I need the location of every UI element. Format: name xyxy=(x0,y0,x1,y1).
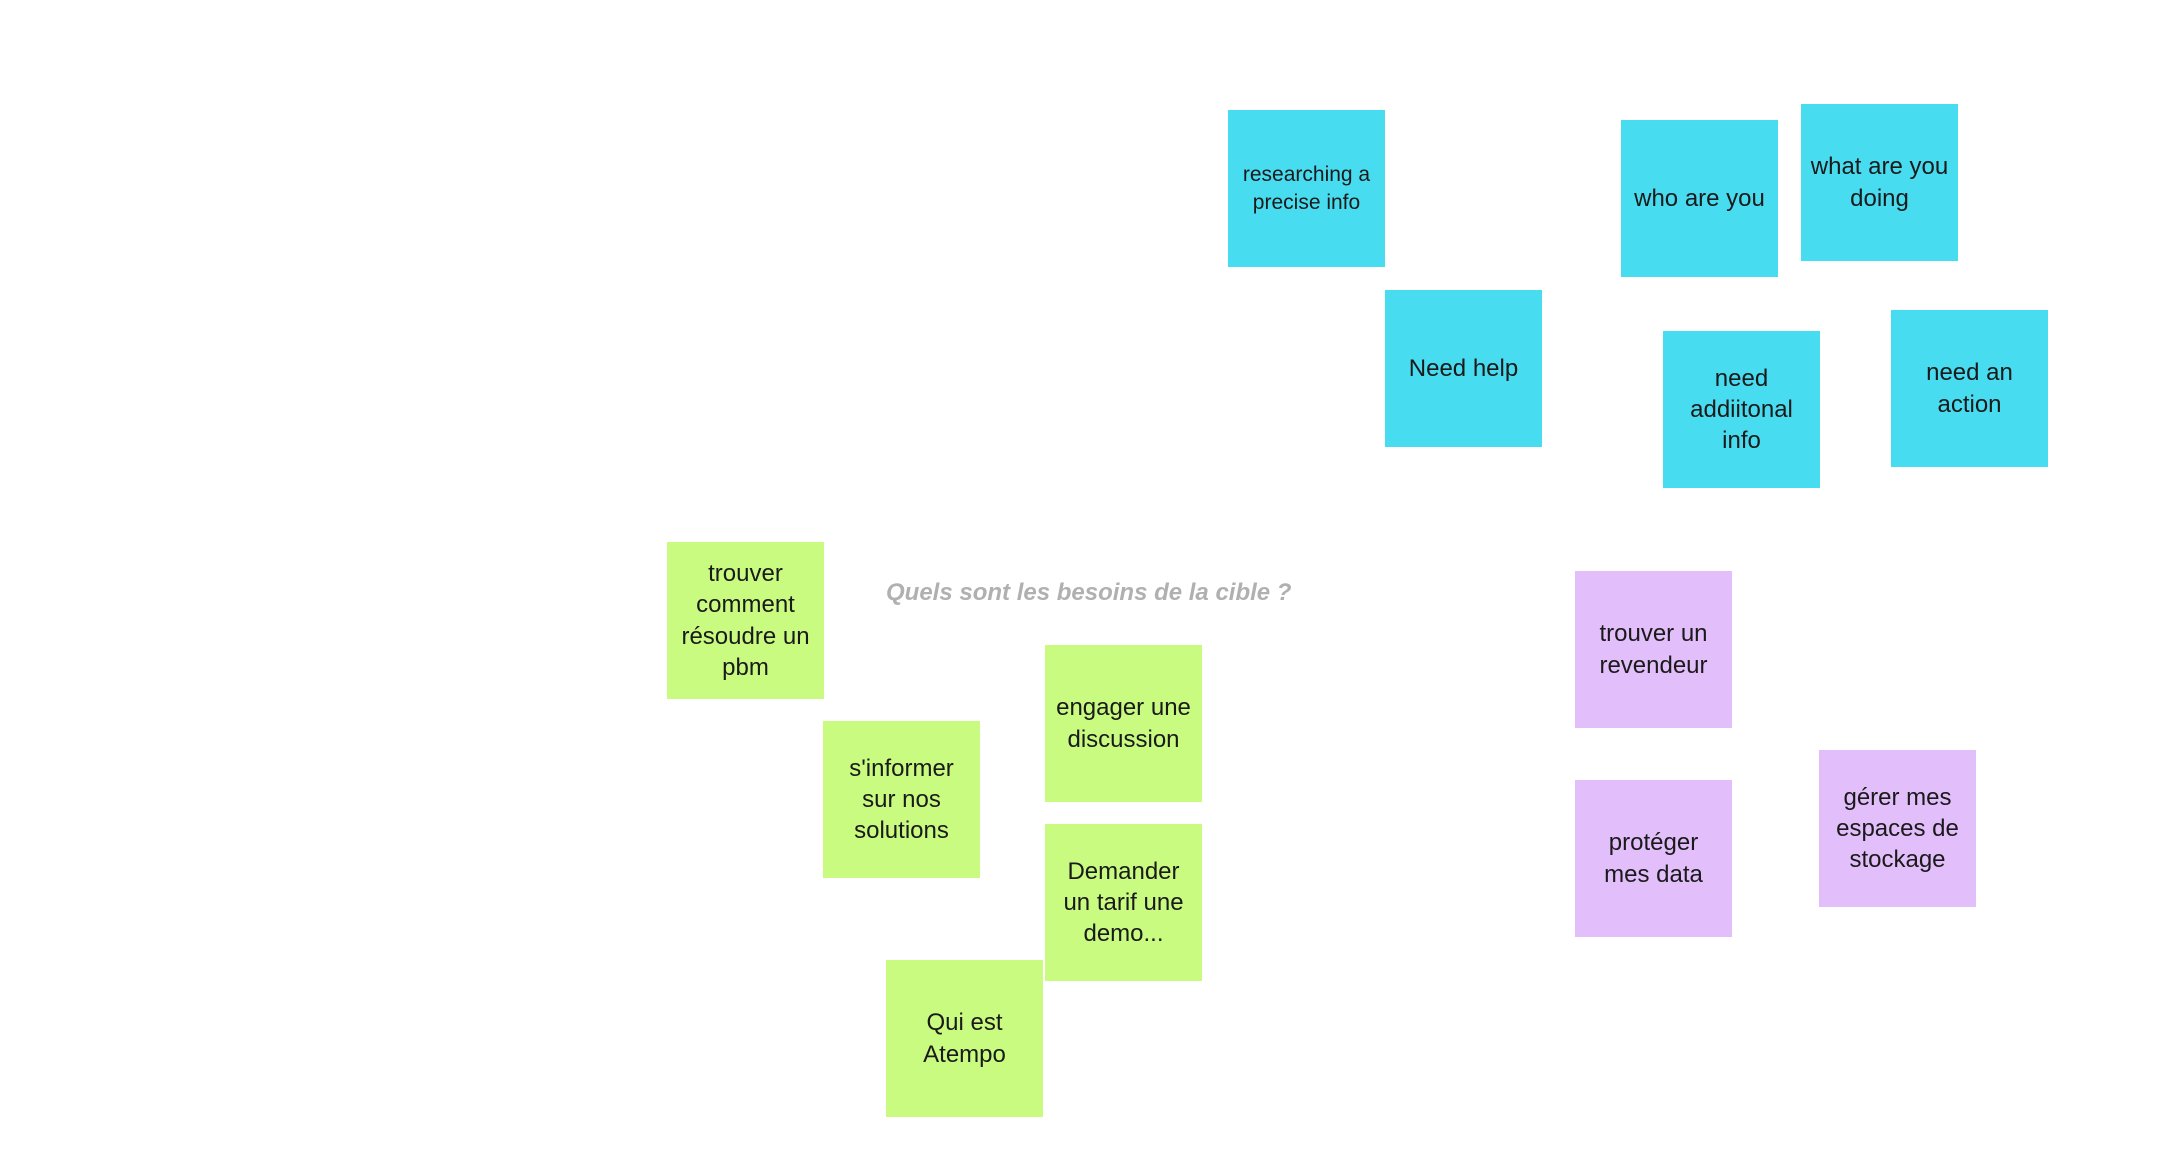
sticky-note-qui-est-atempo[interactable]: Qui est Atempo xyxy=(886,960,1043,1117)
sticky-note-gerer-stockage[interactable]: gérer mes espaces de stockage xyxy=(1819,750,1976,907)
sticky-note-text: engager une discussion xyxy=(1056,694,1191,753)
sticky-note-text: researching a precise info xyxy=(1242,163,1371,214)
sticky-note-text: protéger mes data xyxy=(1604,829,1703,888)
sticky-note-text: gérer mes espaces de stockage xyxy=(1836,783,1959,874)
sticky-note-text: trouver comment résoudre un pbm xyxy=(681,560,810,681)
sticky-note-engager-discussion[interactable]: engager une discussion xyxy=(1045,645,1202,802)
sticky-note-demander-tarif[interactable]: Demander un tarif une demo... xyxy=(1045,824,1202,981)
sticky-note-text: what are you doing xyxy=(1810,153,1949,212)
sticky-note-need-additional-info[interactable]: need addiitonal info xyxy=(1663,331,1820,488)
sticky-note-text: who are you xyxy=(1634,184,1765,212)
sticky-note-text: s'informer sur nos solutions xyxy=(849,754,954,845)
sticky-note-who-are-you[interactable]: who are you xyxy=(1621,120,1778,277)
sticky-note-researching[interactable]: researching a precise info xyxy=(1228,110,1385,267)
sticky-note-proteger-data[interactable]: protéger mes data xyxy=(1575,780,1732,937)
board-question-label[interactable]: Quels sont les besoins de la cible ? xyxy=(886,579,1292,606)
sticky-note-text: need an action xyxy=(1926,359,2013,418)
sticky-note-what-are-you-doing[interactable]: what are you doing xyxy=(1801,104,1958,261)
sticky-note-need-help[interactable]: Need help xyxy=(1385,290,1542,447)
sticky-note-trouver-comment[interactable]: trouver comment résoudre un pbm xyxy=(667,542,824,699)
sticky-note-text: need addiitonal info xyxy=(1690,364,1793,455)
sticky-note-text: trouver un revendeur xyxy=(1599,620,1708,679)
sticky-note-text: Demander un tarif une demo... xyxy=(1063,857,1184,948)
sticky-note-need-an-action[interactable]: need an action xyxy=(1891,310,2048,467)
sticky-note-trouver-revendeur[interactable]: trouver un revendeur xyxy=(1575,571,1732,728)
sticky-note-text: Need help xyxy=(1408,354,1519,382)
sticky-note-text: Qui est Atempo xyxy=(923,1009,1006,1068)
sticky-note-s-informer[interactable]: s'informer sur nos solutions xyxy=(823,721,980,878)
